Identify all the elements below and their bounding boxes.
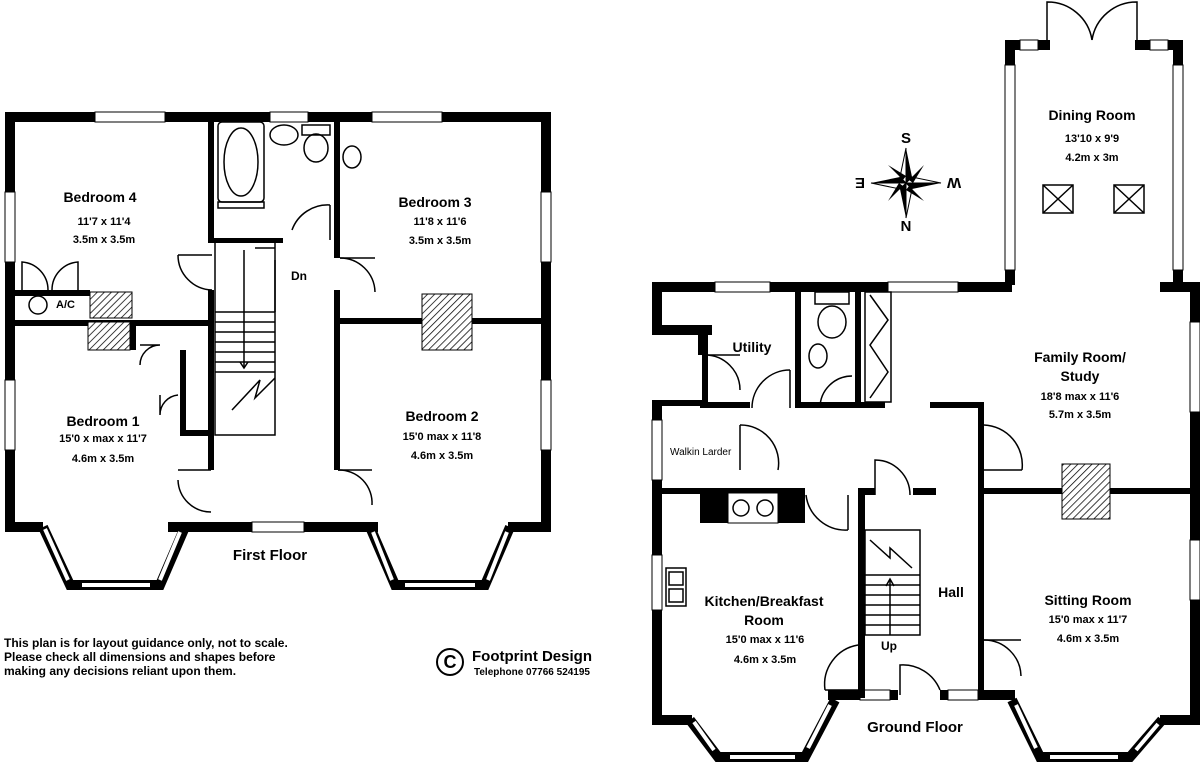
disclaimer-line-1: This plan is for layout guidance only, n… — [4, 636, 288, 650]
room-metric-kitchen: 4.6m x 3.5m — [734, 654, 797, 666]
room-metric-bedroom-3: 3.5m x 3.5m — [409, 235, 472, 247]
brand-telephone: Telephone 07766 524195 — [474, 667, 590, 678]
room-name-bedroom-4: Bedroom 4 — [63, 189, 136, 205]
disclaimer-line-2: Please check all dimensions and shapes b… — [4, 650, 276, 664]
room-name-kitchen-2: Room — [744, 612, 784, 628]
copyright-icon: C — [436, 648, 464, 676]
room-dim-kitchen: 15'0 max x 11'6 — [726, 634, 805, 646]
ac-label: A/C — [56, 299, 75, 311]
compass-e: E — [855, 174, 865, 191]
disclaimer: This plan is for layout guidance only, n… — [4, 636, 288, 678]
ground-floor-labels: Dining Room 13'10 x 9'9 4.2m x 3m Family… — [670, 107, 1136, 736]
compass-s: S — [901, 130, 911, 147]
room-dim-sitting: 15'0 max x 11'7 — [1049, 614, 1128, 626]
room-name-family: Family Room/ — [1034, 349, 1126, 365]
room-name-dining: Dining Room — [1048, 107, 1135, 123]
room-dim-bedroom-2: 15'0 max x 11'8 — [403, 431, 482, 443]
room-name-hall: Hall — [938, 584, 964, 600]
compass-n: N — [901, 217, 912, 234]
room-name-bedroom-2: Bedroom 2 — [405, 408, 478, 424]
room-metric-sitting: 4.6m x 3.5m — [1057, 633, 1120, 645]
stairs-up-label: Up — [881, 639, 897, 653]
room-dim-bedroom-3: 11'8 x 11'6 — [414, 216, 467, 228]
room-name-family-2: Study — [1061, 368, 1100, 384]
first-floor-label: First Floor — [233, 547, 307, 564]
room-metric-bedroom-4: 3.5m x 3.5m — [73, 234, 136, 246]
room-dim-dining: 13'10 x 9'9 — [1065, 133, 1119, 145]
room-name-bedroom-3: Bedroom 3 — [398, 194, 471, 210]
room-name-sitting: Sitting Room — [1044, 592, 1131, 608]
room-name-bedroom-1: Bedroom 1 — [66, 413, 139, 429]
ground-floor-plan — [651, 1, 1200, 762]
brand-name: Footprint Design — [472, 648, 592, 665]
room-dim-bedroom-1: 15'0 x max x 11'7 — [59, 433, 147, 445]
room-name-larder: Walkin Larder — [670, 447, 732, 458]
first-floor-stairs — [214, 239, 276, 436]
first-floor-labels: Bedroom 4 11'7 x 11'4 3.5m x 3.5m Bedroo… — [56, 189, 481, 564]
compass-icon: S N E W — [855, 130, 961, 234]
first-floor-plan — [4, 111, 552, 590]
room-dim-family: 18'8 max x 11'6 — [1041, 391, 1120, 403]
ground-floor-label: Ground Floor — [867, 719, 963, 736]
room-metric-bedroom-1: 4.6m x 3.5m — [72, 453, 135, 465]
compass-w: W — [946, 174, 961, 191]
disclaimer-line-3: making any decisions reliant upon them. — [4, 664, 237, 678]
ground-floor-stairs — [864, 529, 921, 636]
room-dim-bedroom-4: 11'7 x 11'4 — [78, 216, 132, 228]
room-name-utility: Utility — [733, 339, 772, 355]
stairs-down-label: Dn — [291, 269, 307, 283]
room-metric-dining: 4.2m x 3m — [1065, 152, 1118, 164]
room-name-kitchen: Kitchen/Breakfast — [704, 593, 823, 609]
room-metric-family: 5.7m x 3.5m — [1049, 409, 1112, 421]
room-metric-bedroom-2: 4.6m x 3.5m — [411, 450, 474, 462]
